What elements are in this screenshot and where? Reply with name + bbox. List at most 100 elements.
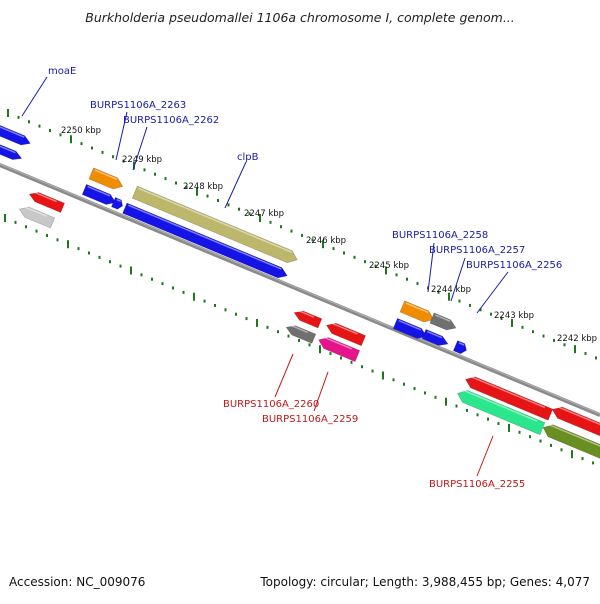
gene-clpB-blue-shine — [127, 204, 282, 270]
gene-rev-red-5[interactable] — [550, 404, 600, 439]
gene-clpB-arrow — [131, 185, 298, 264]
gene-small-blue-1-shine — [116, 198, 122, 203]
gene-rev-small-2[interactable] — [292, 308, 323, 329]
gene-moaE-a-arrow — [0, 121, 31, 146]
gene-BURPS1106A_2258-arrow — [399, 300, 435, 323]
connector-BURPS1106A_2262 — [132, 126, 148, 171]
gene-olive[interactable] — [541, 422, 600, 465]
gene-BURPS1106A_2258-shine — [405, 302, 429, 313]
gene-rev-red-4-shine — [468, 375, 546, 409]
gene-BURPS1106A_2256-shine — [458, 342, 465, 346]
gene-BURPS1106A_2258[interactable] — [399, 300, 436, 325]
gene-BURPS1106A_2259[interactable] — [316, 334, 361, 363]
connector-BURPS1106A_2259 — [313, 371, 329, 412]
gene-blue-3-shine — [426, 330, 443, 339]
gene-BURPS1106A_2263-arrow — [88, 167, 124, 190]
genome-backbone-highlight — [0, 163, 600, 415]
gene-rev-small-1-shine — [32, 190, 57, 203]
gene-BURPS1106A_2262-arrow — [81, 183, 117, 205]
gene-rev-red-5-arrow — [551, 406, 600, 439]
connector-BURPS1106A_2260 — [274, 353, 294, 398]
tick-dots-outer — [7, 109, 597, 360]
gene-small-blue-1[interactable] — [111, 197, 124, 210]
gene-rev-red-3[interactable] — [324, 320, 366, 347]
label-connectors — [21, 76, 509, 477]
gene-moaE-b[interactable] — [0, 140, 23, 162]
gene-BURPS1106A_2259-arrow — [318, 337, 361, 363]
gene-rev-red-5-shine — [555, 405, 600, 426]
gene-BURPS1106A_2255-shine — [461, 388, 538, 422]
gene-rev-small-1-arrow — [28, 192, 65, 213]
topology-summary: Topology: circular; Length: 3,988,455 bp… — [260, 575, 590, 589]
connector-BURPS1106A_2258 — [427, 242, 435, 293]
gene-BURPS1106A_2255-arrow — [457, 390, 546, 436]
gene-BURPS1106A_2260[interactable] — [284, 323, 317, 344]
tick-label-2243: 2243 kbp — [494, 311, 534, 321]
connector-BURPS1106A_2263 — [115, 111, 128, 161]
connector-BURPS1106A_2257 — [450, 257, 466, 302]
gene-label-clpB[interactable]: clpB — [237, 152, 259, 163]
gene-label-moaE[interactable]: moaE — [48, 66, 76, 77]
gene-olive-arrow — [542, 424, 600, 465]
connector-BURPS1106A_2256 — [476, 271, 509, 314]
accession-text: Accession: NC_009076 — [9, 575, 146, 589]
gene-BURPS1106A_2260-shine — [289, 324, 309, 334]
gene-rev-red-3-arrow — [326, 322, 366, 347]
gene-BURPS1106A_2257[interactable] — [429, 312, 458, 333]
connector-BURPS1106A_2255 — [476, 435, 494, 477]
gene-BURPS1106A_2263-shine — [94, 169, 118, 180]
gene-rev-small-2-arrow — [293, 310, 323, 329]
gene-label-BURPS1106A_2260[interactable]: BURPS1106A_2260 — [223, 399, 319, 410]
gene-BURPS1106A_2256[interactable] — [452, 340, 468, 356]
gene-blue-2-arrow — [392, 317, 428, 339]
gene-blue-2-shine — [398, 319, 422, 331]
gene-moaE-a[interactable] — [0, 121, 32, 148]
gene-rev-lightgray-shine — [22, 205, 48, 217]
gene-clpB-blue-arrow — [122, 202, 288, 279]
gene-label-BURPS1106A_2263[interactable]: BURPS1106A_2263 — [90, 100, 186, 111]
gene-rev-lightgray-arrow — [18, 206, 56, 229]
gene-label-BURPS1106A_2255[interactable]: BURPS1106A_2255 — [429, 479, 525, 490]
gene-BURPS1106A_2257-shine — [435, 314, 451, 322]
connector-moaE — [21, 76, 48, 117]
gene-blue-2[interactable] — [392, 317, 429, 341]
gene-BURPS1106A_2256-arrow — [452, 340, 467, 355]
gene-BURPS1106A_2260-arrow — [285, 325, 317, 344]
gene-rev-lightgray[interactable] — [17, 204, 56, 229]
gene-rev-small-1[interactable] — [27, 189, 65, 213]
gene-olive-shine — [546, 423, 600, 452]
tick-label-2246: 2246 kbp — [306, 236, 346, 246]
genome-backbone — [0, 162, 600, 417]
gene-BURPS1106A_2255[interactable] — [455, 387, 546, 436]
gene-moaE-b-shine — [0, 142, 16, 154]
tick-label-2249: 2249 kbp — [122, 155, 162, 165]
gene-BURPS1106A_2262[interactable] — [81, 183, 118, 207]
gene-clpB-blue[interactable] — [122, 202, 290, 281]
gene-clpB-shine — [138, 187, 293, 253]
tick-labels: 2250 kbp 2249 kbp 2248 kbp 2247 kbp 2246… — [61, 126, 597, 344]
gene-label-BURPS1106A_2259[interactable]: BURPS1106A_2259 — [262, 414, 358, 425]
tick-label-2250: 2250 kbp — [61, 126, 101, 136]
gene-BURPS1106A_2263[interactable] — [88, 167, 125, 192]
gene-BURPS1106A_2259-shine — [321, 335, 353, 350]
gene-label-BURPS1106A_2258[interactable]: BURPS1106A_2258 — [392, 230, 488, 241]
tick-dots-inner — [4, 214, 594, 465]
gene-label-BURPS1106A_2257[interactable]: BURPS1106A_2257 — [429, 245, 525, 256]
gene-rev-small-2-shine — [296, 309, 315, 318]
gene-rev-red-4-arrow — [465, 376, 554, 421]
gene-clpB[interactable] — [131, 185, 299, 266]
gene-BURPS1106A_2262-shine — [87, 185, 111, 197]
connector-clpB — [224, 161, 247, 209]
gene-rev-red-4[interactable] — [463, 374, 554, 421]
gene-label-BURPS1106A_2262[interactable]: BURPS1106A_2262 — [123, 115, 219, 126]
tick-label-2247: 2247 kbp — [244, 209, 284, 219]
gene-label-BURPS1106A_2256[interactable]: BURPS1106A_2256 — [466, 260, 562, 271]
gene-small-blue-1-arrow — [111, 197, 123, 210]
gene-moaE-a-shine — [0, 123, 25, 138]
gene-blue-3[interactable] — [421, 328, 450, 348]
gene-moaE-b-arrow — [0, 140, 23, 160]
gene-blue-3-arrow — [421, 328, 449, 346]
feature-labels: moaE BURPS1106A_2263 BURPS1106A_2262 clp… — [48, 66, 562, 490]
